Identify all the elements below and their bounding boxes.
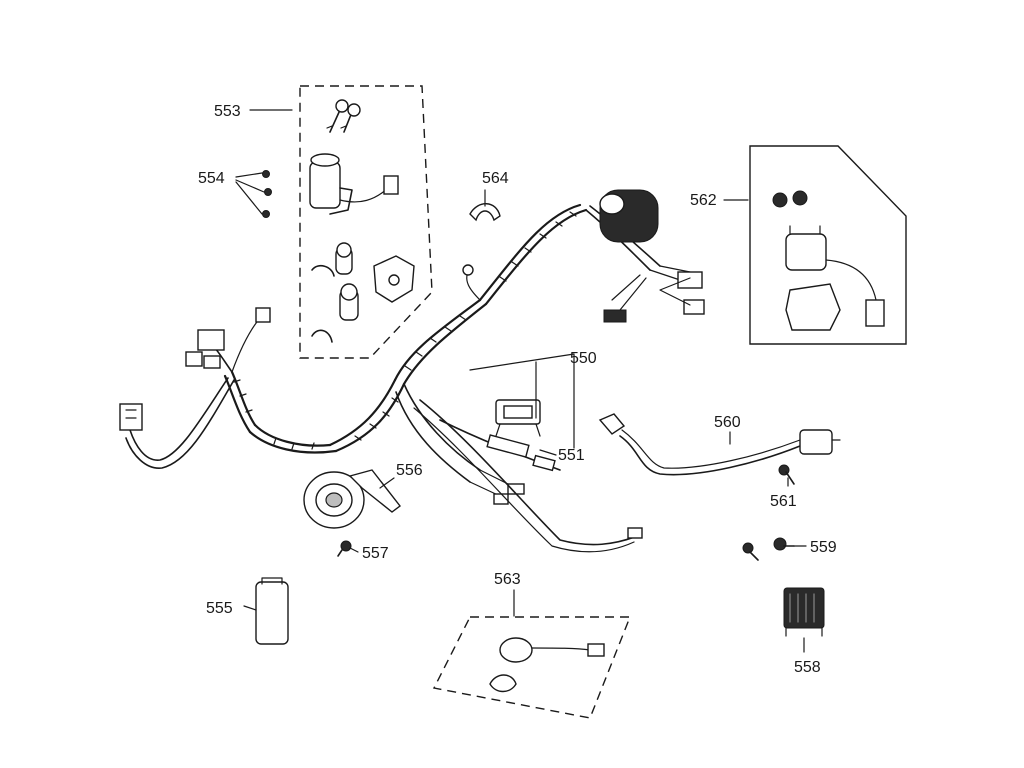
clamp-part — [469, 203, 501, 222]
callout-563: 563 — [494, 571, 521, 588]
bolts-559-parts — [742, 537, 795, 561]
flasher-relay-part — [489, 637, 605, 693]
callout-556: 556 — [396, 462, 423, 479]
callout-561: 561 — [770, 493, 797, 510]
key-set-group-box — [299, 85, 433, 359]
horn-part — [303, 469, 401, 529]
cdi-unit-part — [255, 577, 289, 645]
callout-560: 560 — [714, 414, 741, 431]
starter-relay-parts — [772, 190, 885, 331]
starter-relay-group-box — [749, 145, 907, 345]
callout-555: 555 — [206, 600, 233, 617]
callout-558: 558 — [794, 659, 821, 676]
callout-554: 554 — [198, 170, 225, 187]
regulator-part — [783, 587, 825, 637]
callout-559: 559 — [810, 539, 837, 556]
callout-553: 553 — [214, 103, 241, 120]
callout-562: 562 — [690, 192, 717, 209]
callout-551: 551 — [558, 447, 585, 464]
fuse-holder-part — [495, 399, 541, 437]
key-set-parts — [309, 99, 415, 343]
leader-lines — [235, 109, 807, 653]
flasher-relay-group-box — [432, 616, 632, 719]
main-wire-harness — [119, 189, 705, 553]
callout-557: 557 — [362, 545, 389, 562]
ignition-coil-part — [598, 413, 841, 476]
screws-554-parts — [262, 170, 272, 218]
coil-bolt-part — [778, 464, 795, 485]
callout-550: 550 — [570, 350, 597, 367]
horn-bolt-part — [337, 540, 352, 557]
callout-564: 564 — [482, 170, 509, 187]
